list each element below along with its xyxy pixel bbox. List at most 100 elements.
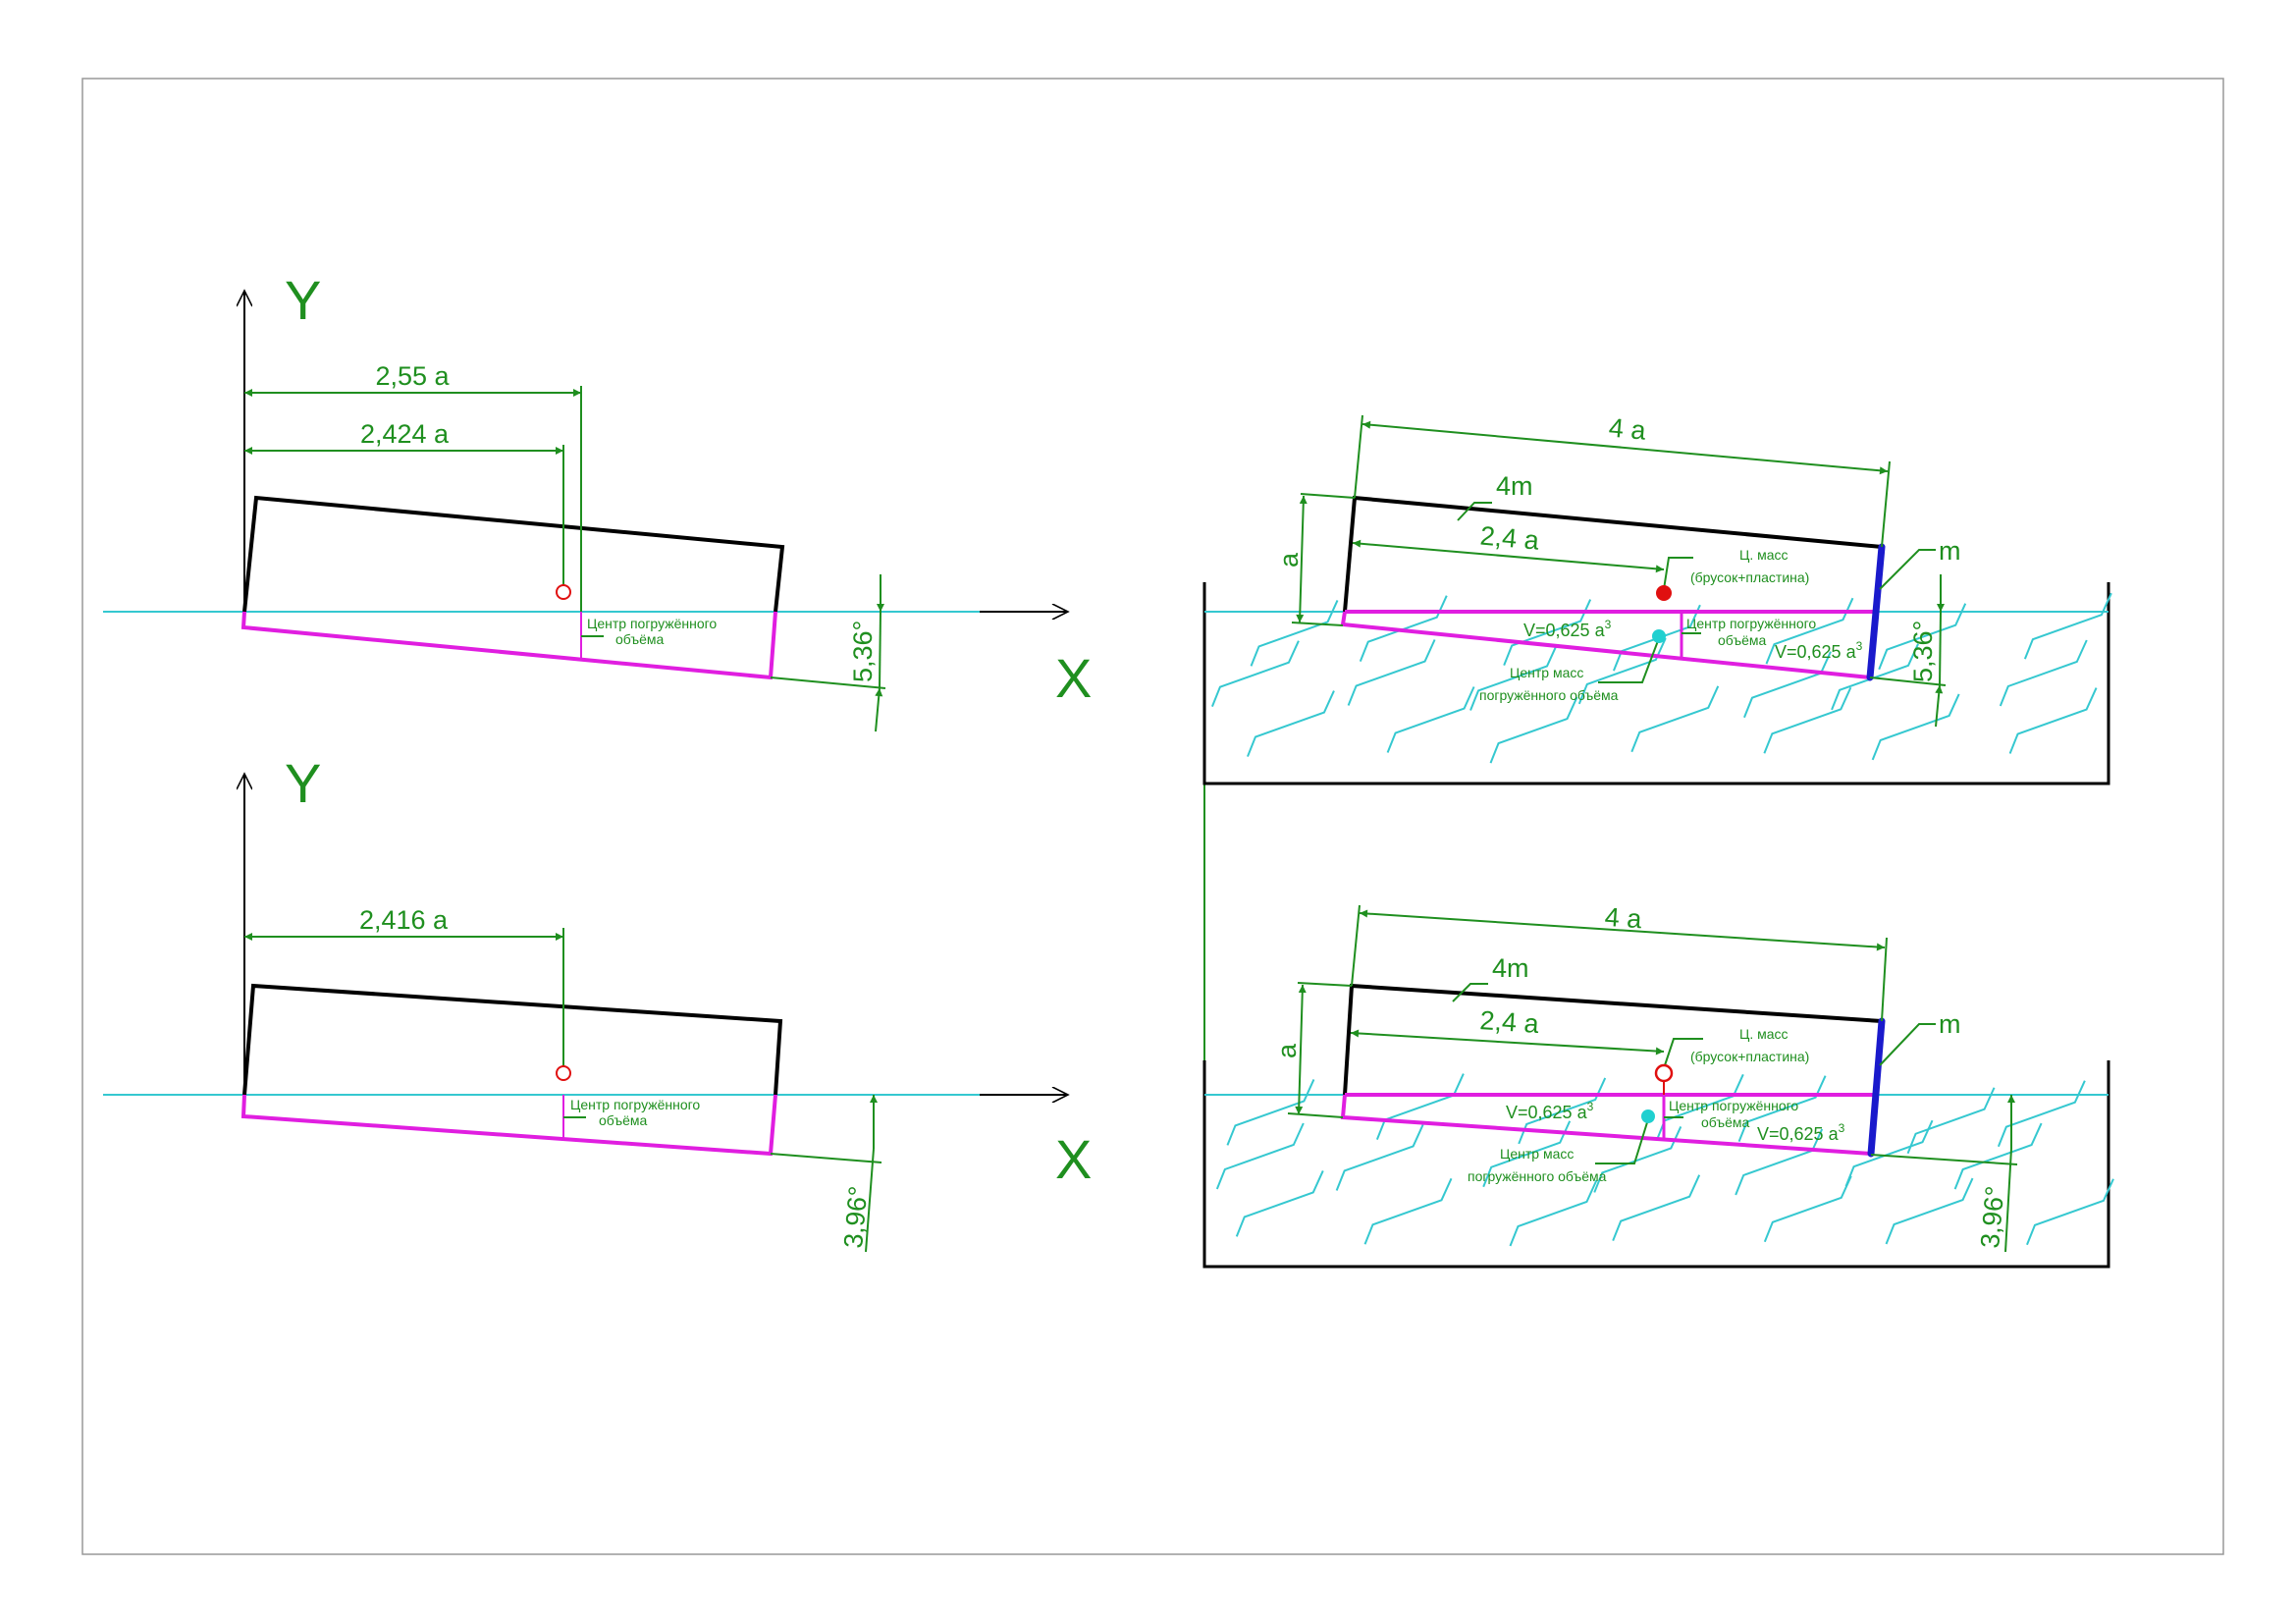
angle-label: 5,36° — [848, 621, 878, 682]
angle-dim-line — [1935, 684, 1944, 728]
water-hatch-mark — [1250, 599, 1339, 667]
dim-line — [1352, 539, 1665, 573]
bar-mass-label: 4m — [1496, 471, 1533, 501]
cm-label: Ц. масс — [1739, 547, 1789, 563]
mass-center-marker — [1654, 1063, 1674, 1083]
mass-center-marker — [556, 1065, 571, 1081]
cm-label: Ц. масс — [1739, 1026, 1789, 1042]
volume-label: V=0,625 a3 — [1757, 1121, 1845, 1144]
x-axis-label: X — [1055, 647, 1092, 709]
submerged-part — [240, 1094, 777, 1157]
cmv-label: Центр масс — [1500, 1146, 1574, 1162]
buoyancy-center-dot — [1652, 629, 1666, 643]
length-label: 4 a — [1608, 412, 1648, 445]
bar-above-water — [1343, 495, 1883, 613]
height-dim-line — [1296, 495, 1308, 623]
submerged-part — [240, 611, 777, 680]
x-axis-label: X — [1055, 1128, 1092, 1190]
angle-dim-line — [875, 687, 883, 732]
panel-left-bottom: Y X 2,416 a Центр погружённого объёма 3,… — [103, 752, 1092, 1253]
plate-mass-label: m — [1939, 536, 1961, 566]
water-hatch-mark — [1878, 603, 1967, 671]
tank — [1202, 1060, 2110, 1269]
water-hatch-mark — [1953, 1122, 2043, 1190]
dim-label: 2,55 a — [375, 361, 450, 391]
height-dim-line — [1295, 984, 1307, 1115]
water-hatch-mark — [1999, 639, 2088, 707]
volume-label: V=0,625 a3 — [1775, 639, 1863, 662]
center-label: объёма — [599, 1112, 648, 1128]
plate — [1866, 543, 1886, 681]
water-hatch-mark — [2023, 592, 2112, 660]
water-hatch-mark — [1737, 1075, 1827, 1143]
water-hatch-mark — [1335, 1124, 1424, 1191]
water-hatch-mark — [2026, 1178, 2114, 1246]
bar-above-water — [1343, 983, 1883, 1096]
angle-label: 3,96° — [838, 1185, 873, 1250]
leader — [1879, 549, 1936, 590]
ext-line — [770, 1153, 882, 1163]
water-hatching — [1215, 1073, 2114, 1247]
dim-line — [1362, 420, 1889, 475]
water-hatch-mark — [1871, 693, 1960, 761]
ext-line — [1300, 493, 1356, 499]
water-hatch-mark — [1906, 1087, 1996, 1155]
cmv-label: Центр масс — [1510, 665, 1583, 680]
center-label: объёма — [1701, 1114, 1750, 1130]
water-hatch-mark — [1763, 686, 1852, 754]
panel-right-top: 4 a 4m 2,4 a a m Ц. масс (брусок+пластин… — [1202, 412, 2112, 785]
angle-dim-line — [1939, 611, 1942, 686]
bar-mass-label: 4m — [1492, 953, 1529, 983]
height-label: a — [1272, 1043, 1302, 1058]
leader — [1452, 983, 1488, 1002]
water-hatch-mark — [1235, 1170, 1324, 1237]
volume-label: V=0,625 a3 — [1523, 618, 1612, 640]
angle-dim-line — [2004, 1148, 2012, 1253]
water-hatch-mark — [1247, 690, 1335, 757]
ext-line — [770, 676, 886, 689]
water-hatch-mark — [1577, 637, 1667, 705]
ext-line — [1881, 460, 1891, 548]
water-hatch-mark — [1386, 686, 1475, 753]
leader — [1663, 1038, 1703, 1069]
center-label: Центр погружённого — [570, 1097, 700, 1112]
ext-line — [1351, 904, 1361, 987]
panel-right-bottom: 4 a 4m 2,4 a a m Ц. масс (брусок+пластин… — [1202, 902, 2114, 1269]
plate — [1867, 1017, 1886, 1158]
water-hatch-mark — [1226, 1078, 1315, 1146]
leader — [1598, 637, 1660, 683]
sheet-frame — [81, 78, 2224, 1555]
y-axis-label: Y — [285, 269, 321, 331]
water-hatch-mark — [1469, 644, 1558, 711]
panel-left-top: Y X 2,55 a 2,424 a Центр погружённого об… — [103, 269, 1092, 732]
water-hatch-mark — [1347, 639, 1436, 706]
buoyancy-center-dot — [1641, 1109, 1655, 1123]
water-hatch-mark — [1518, 1077, 1607, 1145]
water-hatch-mark — [1215, 1122, 1305, 1190]
y-axis-label: Y — [285, 752, 321, 814]
center-label: объёма — [615, 631, 665, 647]
tank — [1202, 582, 2110, 785]
center-label: объёма — [1718, 632, 1767, 648]
angle-dim-line — [865, 1148, 875, 1253]
plate-mass-label: m — [1939, 1009, 1961, 1039]
water-hatch-mark — [1765, 597, 1854, 665]
angle-label: 3,96° — [1975, 1185, 2009, 1250]
water-hatch-mark — [1743, 651, 1832, 719]
water-hatch-mark — [1489, 696, 1578, 764]
leader — [1879, 1023, 1936, 1066]
water-hatch-mark — [1509, 1179, 1598, 1247]
cm-label: (брусок+пластина) — [1690, 569, 1809, 585]
ext-line — [1870, 1154, 2018, 1165]
cm-distance-label: 2,4 a — [1479, 520, 1541, 555]
water-hatching — [1211, 592, 2112, 764]
water-hatch-mark — [1763, 1175, 1852, 1243]
volume-label: V=0,625 a3 — [1506, 1100, 1594, 1122]
ext-line — [1354, 414, 1363, 499]
water-hatch-mark — [1211, 640, 1300, 708]
bar-above-water — [242, 495, 785, 613]
dim-line — [1359, 909, 1886, 951]
angle-label: 5,36° — [1908, 621, 1938, 682]
water-hatch-mark — [1363, 1177, 1453, 1245]
